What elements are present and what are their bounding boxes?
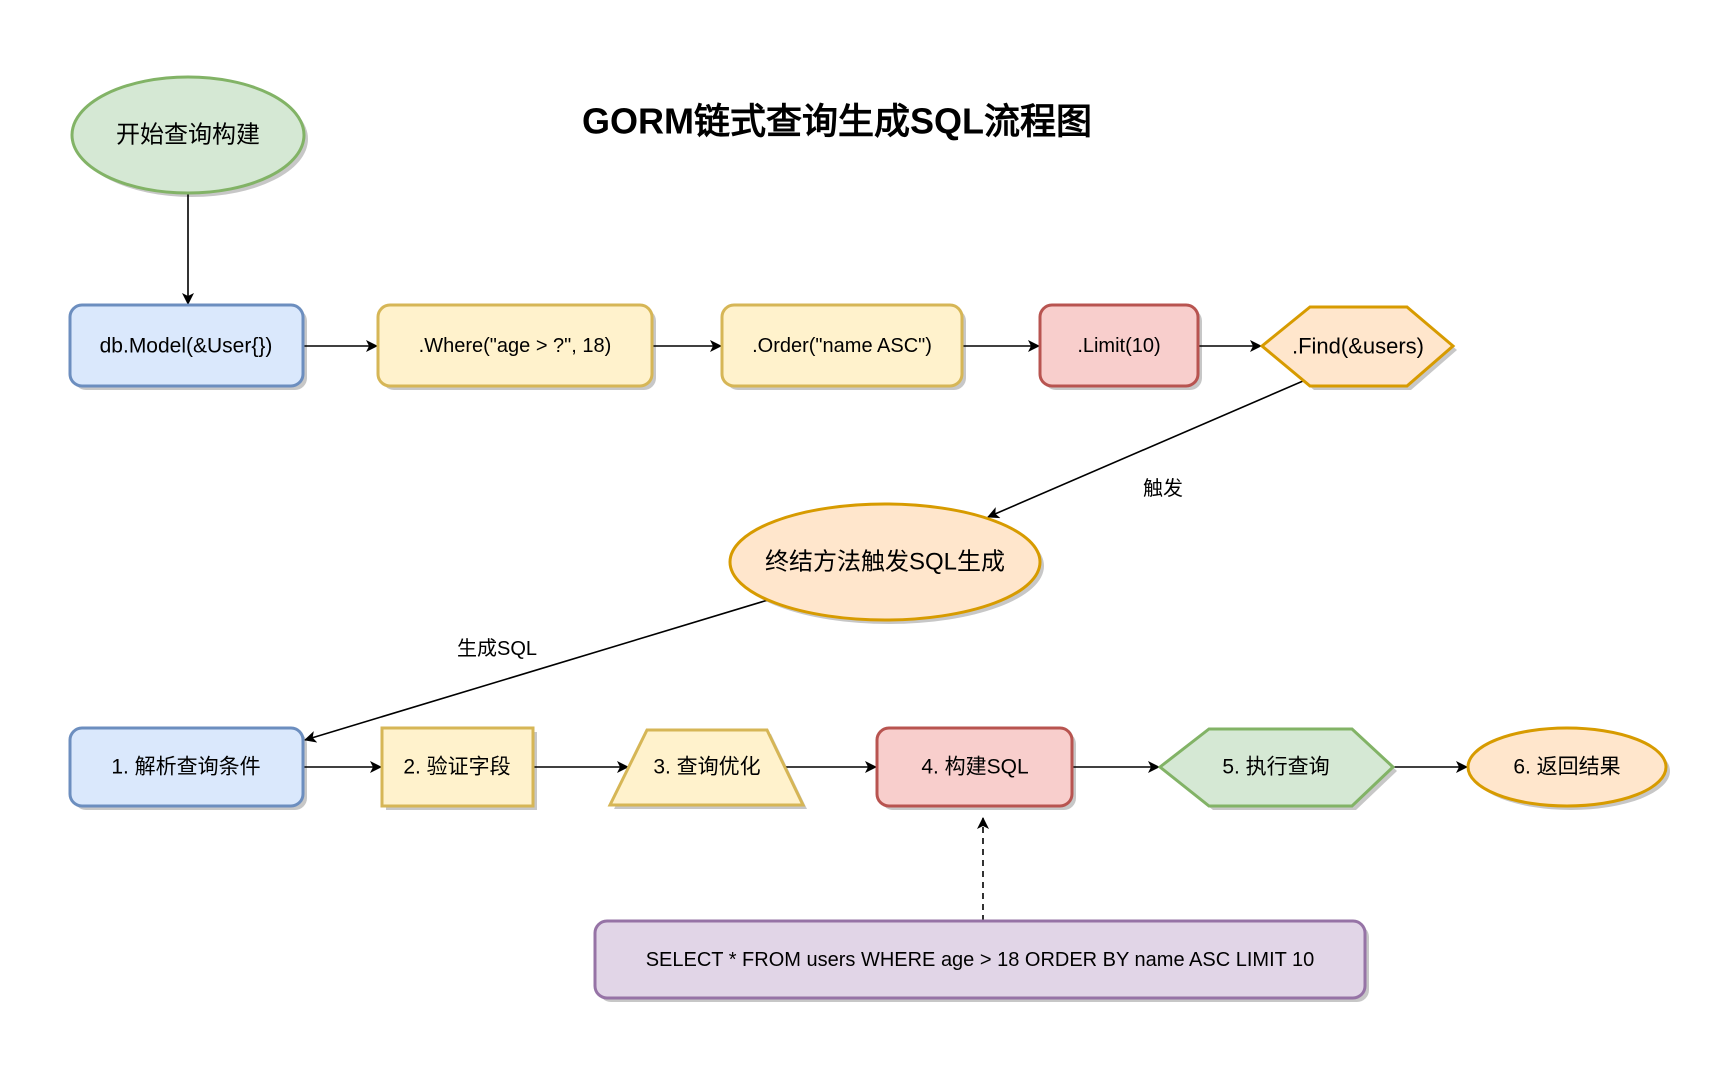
node-terminal-label: 终结方法触发SQL生成 bbox=[765, 549, 1005, 576]
node-start-label: 开始查询构建 bbox=[116, 122, 260, 149]
node-step2[interactable]: 2. 验证字段 bbox=[380, 726, 537, 810]
node-sql-label: SELECT * FROM users WHERE age > 18 ORDER… bbox=[646, 949, 1315, 971]
node-step6[interactable]: 6. 返回结果 bbox=[1466, 726, 1670, 810]
node-step5-label: 5. 执行查询 bbox=[1222, 756, 1329, 779]
node-find-label: .Find(&users) bbox=[1292, 334, 1424, 359]
edge-label-trigger: 触发 bbox=[1143, 477, 1183, 500]
step3-trapezoid-shape bbox=[607, 728, 806, 807]
terminal-ellipse-shape bbox=[728, 502, 1042, 622]
diagram-title: GORM链式查询生成SQL流程图 bbox=[582, 101, 1092, 142]
node-where-label: .Where("age > ?", 18) bbox=[419, 335, 612, 357]
node-sql[interactable]: SELECT * FROM users WHERE age > 18 ORDER… bbox=[593, 919, 1369, 1002]
model-box-shape bbox=[68, 303, 305, 388]
edge-find-to-terminal bbox=[987, 377, 1311, 519]
node-step1-label: 1. 解析查询条件 bbox=[111, 756, 260, 779]
node-terminal[interactable]: 终结方法触发SQL生成 bbox=[728, 502, 1044, 624]
edges: 触发 生成SQL bbox=[182, 194, 1468, 921]
node-start[interactable]: 开始查询构建 bbox=[70, 75, 308, 197]
node-step5[interactable]: 5. 执行查询 bbox=[1157, 727, 1397, 810]
node-step4-label: 4. 构建SQL bbox=[921, 756, 1028, 779]
node-order-label: .Order("name ASC") bbox=[752, 335, 932, 357]
step1-box-shape bbox=[68, 726, 305, 808]
step2-box-shape bbox=[380, 726, 535, 808]
edge-label-generate-sql: 生成SQL bbox=[457, 637, 537, 660]
sql-box-shape bbox=[593, 919, 1367, 1000]
node-step3[interactable]: 3. 查询优化 bbox=[607, 728, 807, 809]
edge-terminal-to-step1 bbox=[304, 599, 769, 743]
node-model-label: db.Model(&User{}) bbox=[100, 335, 273, 358]
where-box-shape bbox=[376, 303, 654, 388]
node-step3-label: 3. 查询优化 bbox=[653, 756, 760, 779]
find-hexagon-shape bbox=[1259, 305, 1456, 388]
step6-ellipse-shape bbox=[1466, 726, 1668, 808]
node-limit-label: .Limit(10) bbox=[1077, 335, 1160, 357]
order-box-shape bbox=[720, 303, 964, 388]
step5-hexagon-shape bbox=[1157, 727, 1396, 808]
node-step6-label: 6. 返回结果 bbox=[1513, 756, 1620, 779]
node-model[interactable]: db.Model(&User{}) bbox=[68, 303, 307, 390]
step4-box-shape bbox=[875, 726, 1074, 808]
node-step4[interactable]: 4. 构建SQL bbox=[875, 726, 1076, 810]
start-ellipse-shape bbox=[70, 75, 306, 195]
node-where[interactable]: .Where("age > ?", 18) bbox=[376, 303, 656, 390]
node-find[interactable]: .Find(&users) bbox=[1259, 305, 1457, 390]
node-step1[interactable]: 1. 解析查询条件 bbox=[68, 726, 307, 810]
limit-box-shape bbox=[1038, 303, 1200, 388]
node-step2-label: 2. 验证字段 bbox=[403, 756, 510, 779]
node-limit[interactable]: .Limit(10) bbox=[1038, 303, 1202, 390]
node-order[interactable]: .Order("name ASC") bbox=[720, 303, 966, 390]
